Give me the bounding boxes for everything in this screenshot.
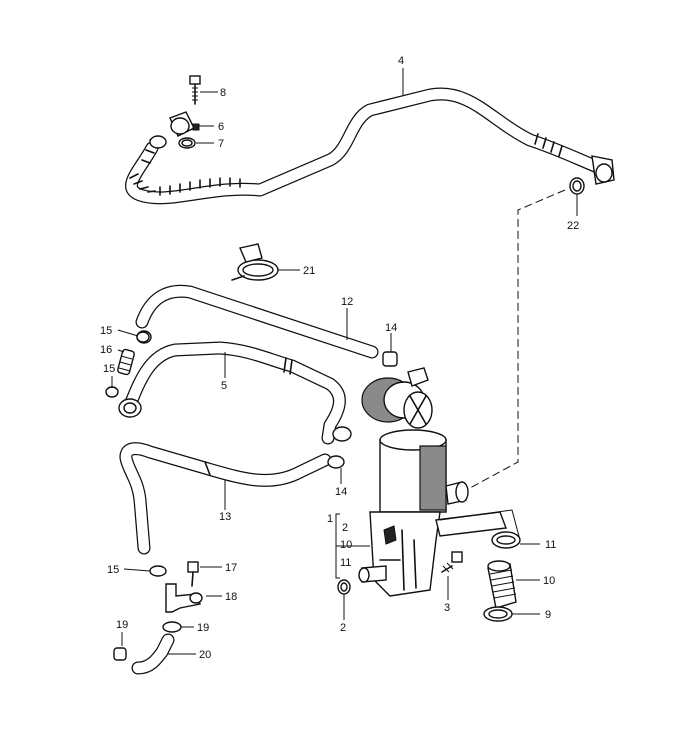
clamp-15-bottom [149, 565, 167, 577]
connector-16 [117, 348, 135, 376]
label-11: 11 [545, 539, 556, 551]
clamp-14-lower [327, 455, 345, 469]
bolt-3 [441, 551, 463, 573]
hose-13 [119, 442, 332, 555]
clamp-15-upper [136, 331, 150, 343]
label-21: 21 [303, 265, 315, 277]
label-7: 7 [218, 138, 224, 150]
label-1-sub-11: 11 [340, 557, 351, 569]
clamp-11 [491, 531, 521, 549]
label-22: 22 [567, 220, 579, 232]
bolt-17 [187, 561, 199, 587]
oil-separator-1 [358, 367, 507, 597]
label-1-sub-10: 10 [340, 539, 352, 551]
label-1: 1 [327, 513, 333, 525]
clamp-19-right [162, 621, 182, 633]
clamp-19-left [113, 647, 127, 661]
clamp-14-upper [382, 351, 398, 367]
label-3: 3 [444, 602, 450, 614]
label-18: 18 [225, 591, 237, 603]
elbow-connector-6 [169, 111, 200, 137]
label-4: 4 [398, 55, 404, 67]
label-19-right: 19 [197, 622, 209, 634]
hose-4 [125, 87, 615, 205]
clamp-15-lower [105, 386, 119, 398]
bolt-8 [189, 75, 201, 105]
hose-5 [118, 341, 352, 445]
bracket-18 [165, 583, 203, 613]
clamp-21 [231, 243, 279, 281]
label-14-upper: 14 [385, 322, 397, 334]
label-8: 8 [220, 87, 226, 99]
label-15-mid: 15 [103, 363, 115, 375]
label-15-lower: 15 [107, 564, 119, 576]
label-5: 5 [221, 380, 227, 392]
label-20: 20 [199, 649, 211, 661]
label-1-sub-2: 2 [342, 522, 348, 534]
label-13: 13 [219, 511, 231, 523]
hose-12 [135, 284, 379, 359]
label-15-upper: 15 [100, 325, 112, 337]
label-12: 12 [341, 296, 353, 308]
leader-lines [111, 68, 578, 655]
label-19-left: 19 [116, 619, 128, 631]
ring-2 [337, 579, 351, 595]
ring-7 [178, 137, 196, 149]
hose-10 [487, 560, 517, 609]
label-9: 9 [545, 609, 551, 621]
reference-labels: 4 8 6 7 22 21 12 15 14 16 15 5 14 13 1 2… [100, 55, 579, 661]
label-10: 10 [543, 575, 555, 587]
hose-20 [131, 633, 175, 675]
label-16: 16 [100, 344, 112, 356]
label-17: 17 [225, 562, 237, 574]
label-2: 2 [340, 622, 346, 634]
label-14-lower: 14 [335, 486, 347, 498]
clamp-9 [483, 606, 513, 622]
label-6: 6 [218, 121, 224, 133]
ring-22 [569, 177, 585, 195]
